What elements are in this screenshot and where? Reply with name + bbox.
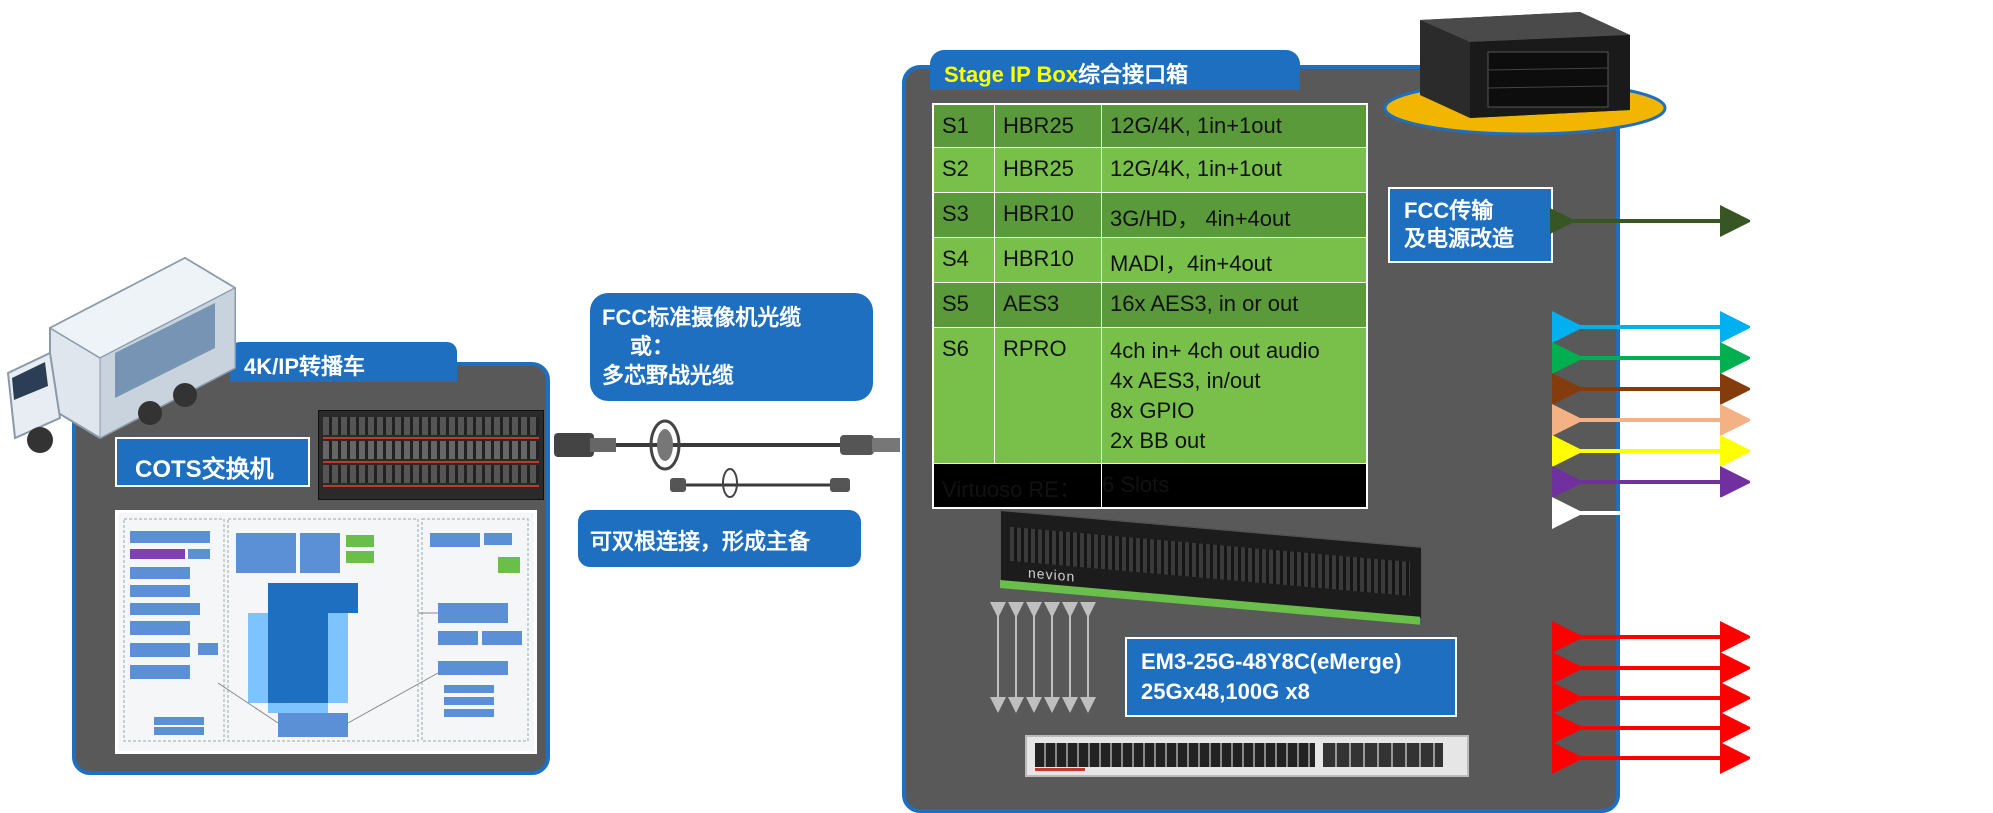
stage-box-title-latin: Stage IP Box xyxy=(944,62,1079,87)
type-cell: HBR25 xyxy=(994,146,1102,193)
ob-van-truck-image xyxy=(6,256,237,453)
desc-cell: MADI，4in+4out xyxy=(1101,236,1368,283)
table-row: S2 HBR25 12G/4K, 1in+1out xyxy=(932,146,1368,193)
cable-title-line1: FCC标准摄像机光缆 xyxy=(602,305,802,330)
table-row: S3 HBR10 3G/HD， 4in+4out xyxy=(932,191,1368,238)
footer-value: 6 Slots xyxy=(1101,462,1368,509)
desc-cell: 16x AES3, in or out xyxy=(1101,281,1368,328)
fcc-line2: 及电源改造 xyxy=(1404,226,1515,251)
table-row: S5 AES3 16x AES3, in or out xyxy=(932,281,1368,328)
signal-arrows xyxy=(1550,205,1750,774)
type-cell: AES3 xyxy=(994,281,1102,328)
cots-switch-device xyxy=(318,410,544,500)
footer-label: Virtuoso RE： xyxy=(932,462,1102,509)
block-diagram-graphic xyxy=(123,518,529,742)
cable-type-bubble: FCC标准摄像机光缆 或： 多芯野战光缆 xyxy=(590,293,873,401)
cots-switch-text: COTS交换机 xyxy=(135,456,274,483)
slot-cell: S6 xyxy=(932,326,995,464)
fcc-line1: FCC传输 xyxy=(1404,198,1494,223)
em3-line2: 25Gx48,100G x8 xyxy=(1141,679,1310,704)
redundancy-note-text: 可双根连接，形成主备 xyxy=(590,529,811,554)
ob-van-tab: 4K/IP转播车 xyxy=(230,342,457,382)
desc-line: 4x AES3, in/out xyxy=(1110,367,1261,393)
stage-box-tab: Stage IP Box综合接口箱 xyxy=(930,50,1300,90)
table-row: S1 HBR25 12G/4K, 1in+1out xyxy=(932,103,1368,148)
cable-title-line2: 或： xyxy=(630,334,675,359)
desc-cell: 3G/HD， 4in+4out xyxy=(1101,191,1368,238)
type-cell: HBR10 xyxy=(994,191,1102,238)
desc-cell: 12G/4K, 1in+1out xyxy=(1101,103,1368,148)
slot-cell: S4 xyxy=(932,236,995,283)
desc-line: 8x GPIO xyxy=(1110,397,1195,423)
desc-line: 4ch in+ 4ch out audio xyxy=(1110,337,1320,363)
table-row: S4 HBR10 MADI，4in+4out xyxy=(932,236,1368,283)
desc-cell: 4ch in+ 4ch out audio 4x AES3, in/out 8x… xyxy=(1101,326,1368,464)
desc-line: 2x BB out xyxy=(1110,427,1206,453)
fiber-cable-graphic xyxy=(554,419,900,498)
table-row: S6 RPRO 4ch in+ 4ch out audio 4x AES3, i… xyxy=(932,326,1368,464)
type-cell: RPRO xyxy=(994,326,1102,464)
device-io-arrows xyxy=(990,602,1096,713)
slot-cell: S1 xyxy=(932,103,995,148)
em3-switch-device xyxy=(1025,735,1469,777)
system-block-diagram xyxy=(115,510,537,754)
ob-van-title: 4K/IP转播车 xyxy=(244,354,366,379)
em3-line1: EM3-25G-48Y8C(eMerge) xyxy=(1141,649,1402,674)
table-footer-row: Virtuoso RE： 6 Slots xyxy=(932,462,1368,509)
slot-cell: S3 xyxy=(932,191,995,238)
desc-cell: 12G/4K, 1in+1out xyxy=(1101,146,1368,193)
type-cell: HBR10 xyxy=(994,236,1102,283)
stage-box-slot-table: S1 HBR25 12G/4K, 1in+1out S2 HBR25 12G/4… xyxy=(932,103,1368,509)
slot-cell: S5 xyxy=(932,281,995,328)
rack-case-image xyxy=(1383,12,1667,135)
redundancy-note-bubble: 可双根连接，形成主备 xyxy=(578,510,861,567)
type-cell: HBR25 xyxy=(994,103,1102,148)
cots-switch-label: COTS交换机 xyxy=(115,437,310,487)
em3-switch-label: EM3-25G-48Y8C(eMerge) 25Gx48,100G x8 xyxy=(1125,637,1457,717)
stage-box-title-cjk: 综合接口箱 xyxy=(1078,62,1189,87)
fcc-transmission-label: FCC传输 及电源改造 xyxy=(1388,187,1553,263)
slot-cell: S2 xyxy=(932,146,995,193)
cable-title-line3: 多芯野战光缆 xyxy=(602,363,735,388)
